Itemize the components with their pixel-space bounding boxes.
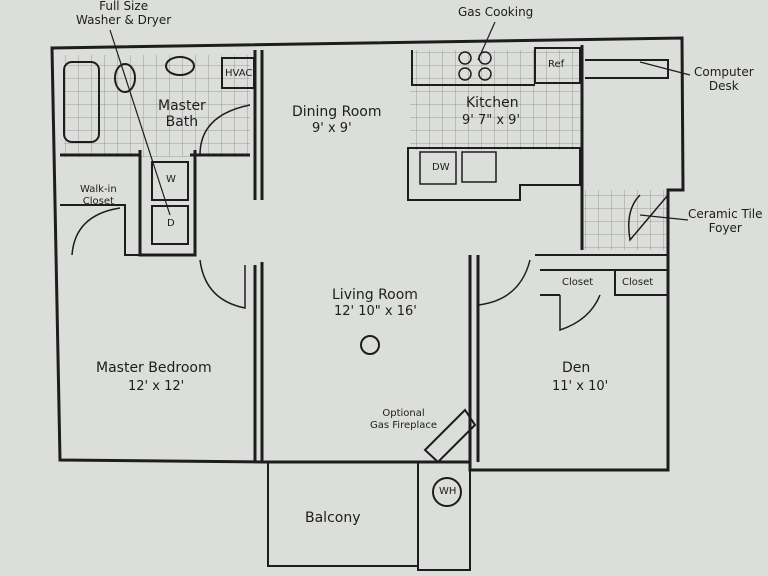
den-door <box>477 259 531 306</box>
kitchen-top-counter <box>411 50 535 86</box>
callout-line-desk <box>639 61 691 76</box>
dryer-label: D <box>167 218 175 229</box>
wall-den-left <box>468 255 480 470</box>
dryer <box>151 205 189 245</box>
wh-closet-outline <box>417 470 471 571</box>
dw-label: DW <box>432 162 450 173</box>
kitchen-sink <box>461 151 497 183</box>
callout-line-foyer <box>639 214 689 221</box>
outer-wall <box>50 36 685 472</box>
hvac-label: HVAC <box>225 68 253 79</box>
living-room-dims: 12' 10" x 16' <box>334 304 417 319</box>
balcony-label: Balcony <box>305 510 361 526</box>
master-bedroom-label: Master Bedroom <box>96 360 212 376</box>
bedroom-door <box>199 259 246 309</box>
kitchen-dims: 9' 7" x 9' <box>462 113 521 128</box>
wh-label: WH <box>439 486 457 497</box>
washer <box>151 161 189 201</box>
fireplace-label: Optional Gas Fireplace <box>370 408 438 431</box>
kitchen-counter <box>407 147 581 201</box>
ceiling-fan <box>360 335 380 355</box>
water-heater <box>432 477 462 507</box>
callout-computer-desk: Computer Desk <box>694 65 754 93</box>
stove-burner <box>458 51 472 65</box>
callout-ceramic-tile: Ceramic Tile Foyer <box>688 207 763 235</box>
walk-in-closet-label: Walk-in Closet <box>80 184 117 207</box>
den-label: Den <box>562 360 591 376</box>
den-closets <box>535 254 668 296</box>
closet-right-label: Closet <box>622 277 654 288</box>
foyer-door <box>628 194 669 242</box>
bath-sink <box>165 56 195 76</box>
washer-label: W <box>166 174 176 185</box>
computer-desk <box>585 59 669 79</box>
callout-washer-dryer: Full Size Washer & Dryer <box>76 0 172 27</box>
toilet <box>114 63 136 93</box>
stove-burner <box>478 67 492 81</box>
den-closet-door <box>559 294 601 332</box>
callout-line-washer <box>109 29 171 216</box>
master-bath-label: Master Bath <box>158 98 206 131</box>
kitchen-tile-floor <box>410 50 582 150</box>
callout-line-gas <box>477 21 496 61</box>
refrigerator <box>534 47 581 84</box>
closet-left-label: Closet <box>562 277 594 288</box>
ref-label: Ref <box>548 59 565 70</box>
wall-closet <box>60 204 140 256</box>
bath-door <box>199 104 251 156</box>
dining-room-dims: 9' x 9' <box>312 121 352 136</box>
closet-door <box>71 207 121 256</box>
callout-gas-cooking: Gas Cooking <box>458 5 534 19</box>
living-room-label: Living Room <box>332 287 418 303</box>
stove-burner <box>458 67 472 81</box>
kitchen-label: Kitchen <box>466 95 519 111</box>
bathtub <box>63 61 100 143</box>
wall-laundry <box>138 150 197 257</box>
master-bedroom-dims: 12' x 12' <box>128 379 185 394</box>
hvac-unit <box>221 57 255 89</box>
foyer-tile-floor <box>582 190 668 250</box>
fireplace <box>423 408 477 464</box>
den-dims: 11' x 10' <box>552 379 609 394</box>
dining-room-label: Dining Room <box>292 104 382 120</box>
dishwasher <box>419 151 457 185</box>
